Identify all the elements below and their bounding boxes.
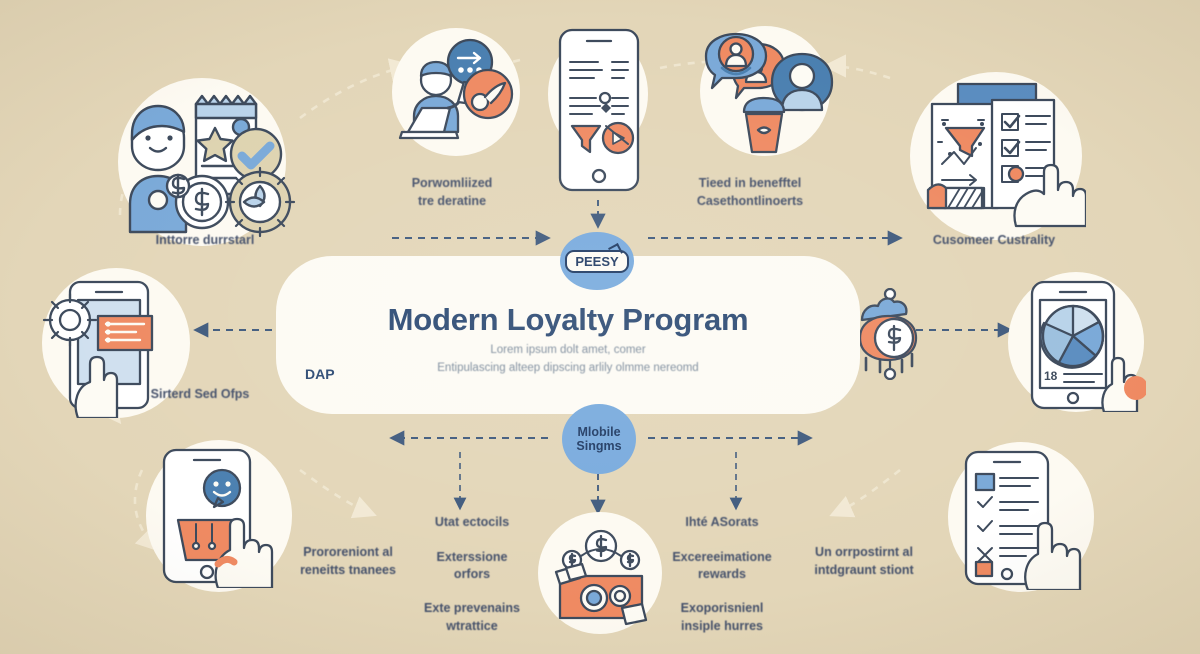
phone-checklist-icon xyxy=(956,448,1092,590)
cash-register-icon xyxy=(548,520,654,626)
label-instore-rewards: Inttorre durrstarl xyxy=(155,233,255,247)
piggy-savings-icon xyxy=(846,288,932,380)
label-exclusive-offers: Utat ectocils Exterssione orfors Exte pr… xyxy=(424,515,520,633)
label-experience-rewards: Ihté ASorats Excereeimatione rewards Exo… xyxy=(672,515,772,633)
phone-analytics-icon: 18 xyxy=(1018,278,1146,412)
loyalty-profile-icon xyxy=(110,82,296,244)
svg-text:18: 18 xyxy=(1044,369,1058,383)
customer-chat-icon xyxy=(696,26,836,160)
dap-label: DAP xyxy=(305,366,335,382)
label-tiered-benefits: Tieed in benefftel Casethontlinoerts xyxy=(696,176,804,208)
page-title: Modern Loyalty Program xyxy=(387,302,749,337)
mobile-signups-hub[interactable]: Mlobile Singms xyxy=(562,404,636,474)
label-procurement-benefits: Prororeniont al reneitts tnanees xyxy=(300,545,396,577)
label-personalized-offers: Porwomliized tre deratine xyxy=(411,176,493,208)
tablet-funnel-icon xyxy=(40,272,192,418)
peesy-badge-label: PEESY xyxy=(565,249,629,273)
subtitle-line-2: Entipulascing alteep dipscing arlily olm… xyxy=(437,362,699,374)
laptop-user-icon xyxy=(392,28,520,156)
phone-offer-list-icon xyxy=(556,26,642,198)
peesy-hub[interactable]: PEESY xyxy=(560,232,634,290)
center-panel: Modern Loyalty Program Lorem ipsum dolt … xyxy=(276,256,860,414)
mobile-signups-label: Mlobile Singms xyxy=(576,424,622,453)
phone-cart-icon xyxy=(156,446,290,588)
label-tiered-offers: Sirterd Sed Ofps xyxy=(150,387,250,401)
checklist-report-icon xyxy=(920,76,1086,232)
subtitle-line-1: Lorem ipsum dolt amet, comer xyxy=(490,344,646,356)
label-integration-support: Un orrpostirnt al intdgraunt stiont xyxy=(814,545,914,577)
label-customer-loyalty: Cusomeer Custrality xyxy=(932,233,1056,247)
